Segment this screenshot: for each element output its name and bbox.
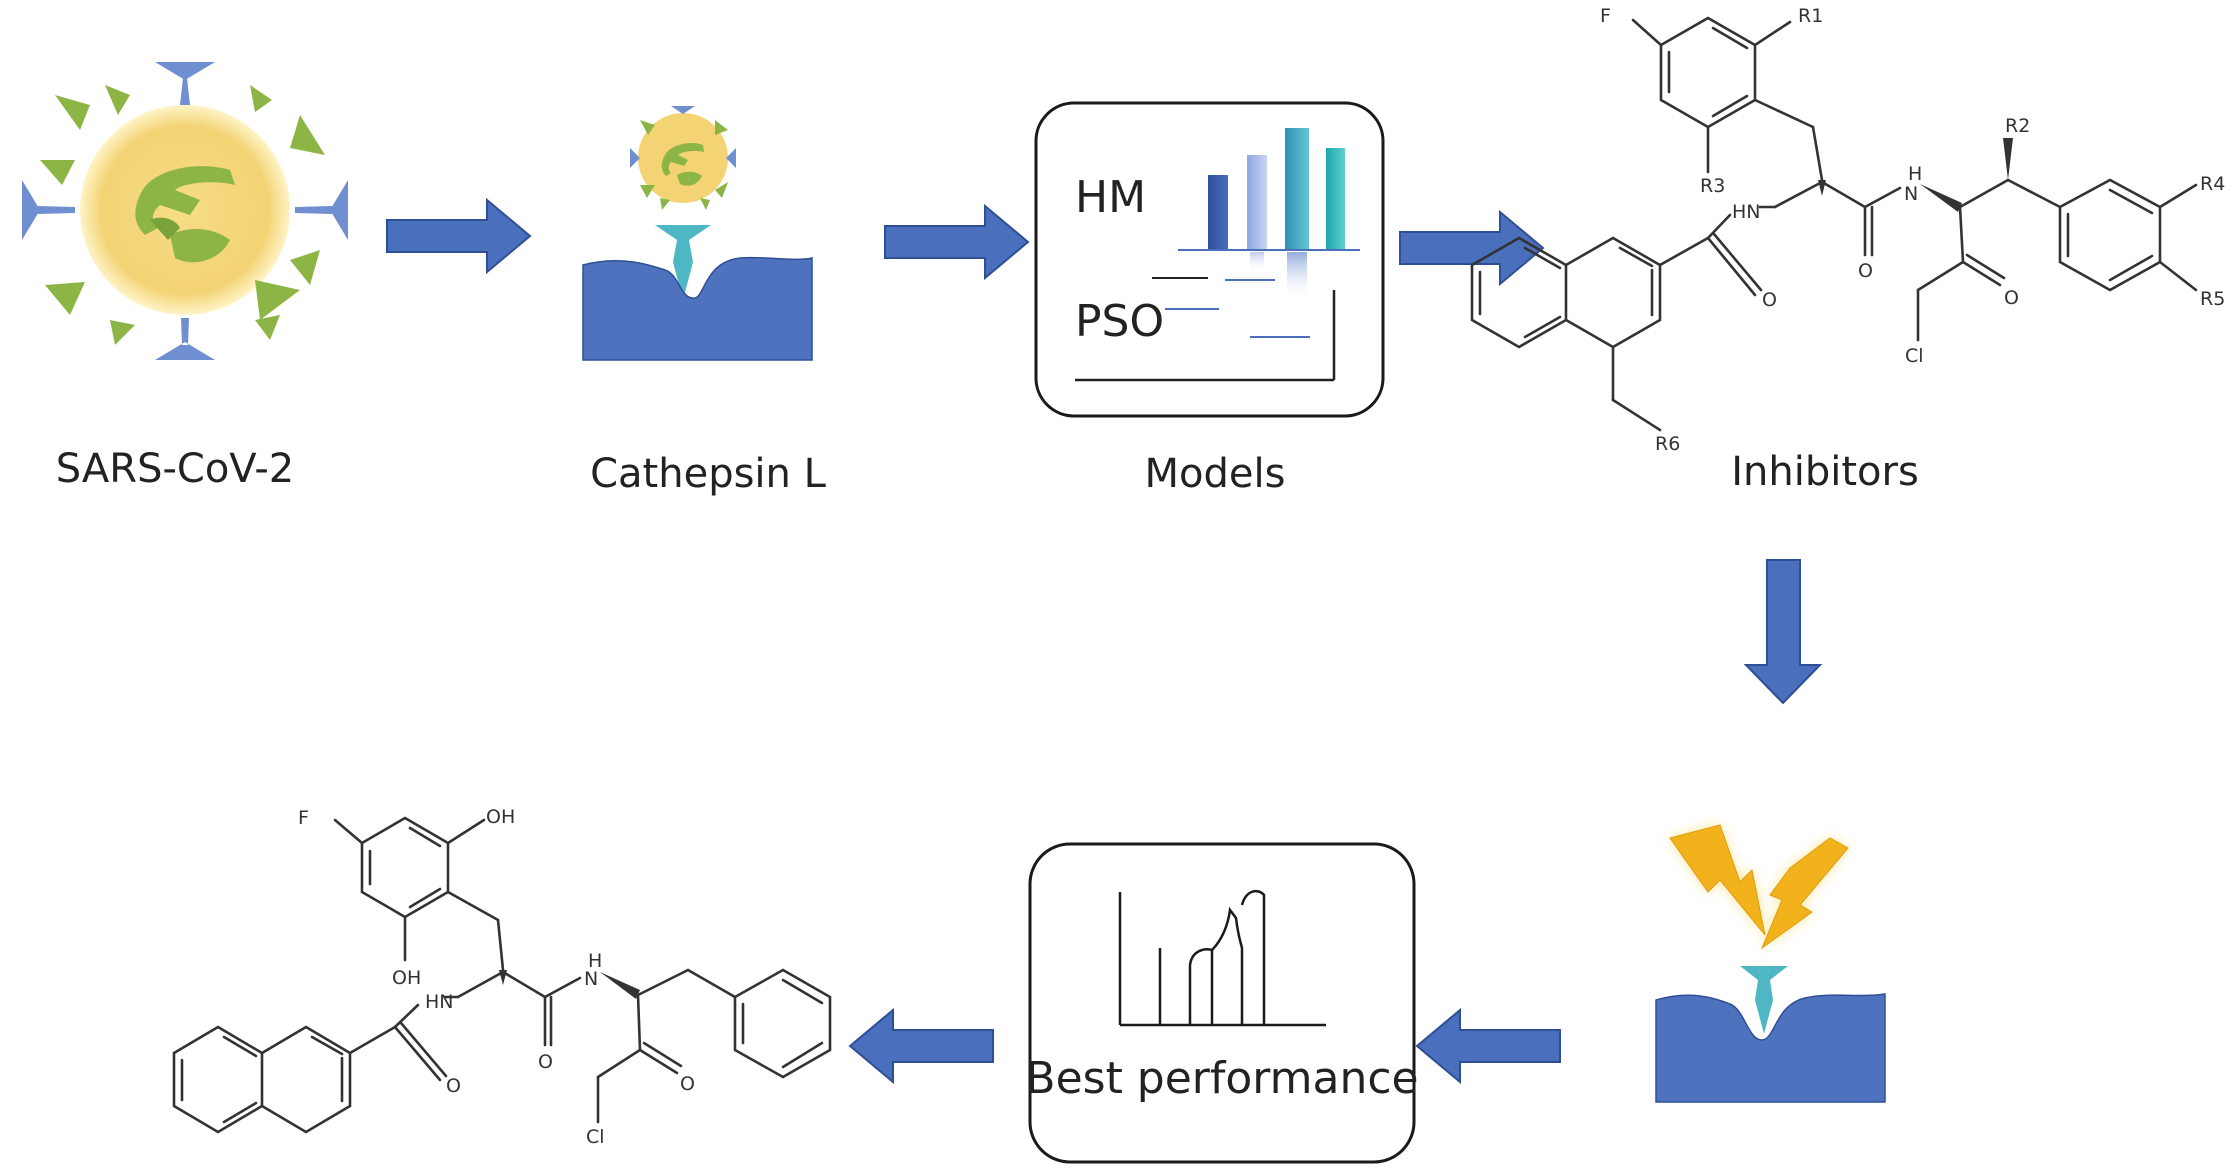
protease-tip-docked (1740, 966, 1788, 1034)
pso-label: PSO (1075, 296, 1164, 347)
flow-arrow-left-1 (1415, 1007, 1561, 1085)
flow-arrow-2 (884, 203, 1030, 281)
inhibitor-scaffold-structure (1470, 16, 2198, 432)
spectrum-chart-icon (1118, 889, 1326, 1027)
atom-nh2-n: N (1904, 183, 1918, 205)
enzyme-label: Cathepsin L (590, 451, 826, 497)
atom-nh2-h-final: H (588, 950, 602, 972)
pocket-shape-docked (1655, 993, 1886, 1103)
models-box: HM PSO (1034, 101, 1385, 418)
cathepsin-illustration (582, 106, 813, 361)
virus-spikes (22, 62, 348, 360)
best-performance-label: Best performance (1025, 1053, 1418, 1104)
atom-oh1: OH (486, 806, 515, 828)
lightning-right-icon (1760, 837, 1849, 950)
atom-o2: O (2004, 287, 2019, 309)
atom-o3-final: O (446, 1075, 461, 1097)
atom-oh2: OH (392, 967, 421, 989)
atom-r6: R6 (1655, 433, 1680, 455)
atom-nh1: HN (1732, 201, 1761, 223)
virus-label: SARS-CoV-2 (56, 446, 294, 492)
atom-r3: R3 (1700, 175, 1725, 197)
atom-o1-final: O (538, 1051, 553, 1073)
flow-arrow-left-2 (848, 1007, 994, 1085)
atom-o1: O (1858, 260, 1873, 282)
inhibitors-label: Inhibitors (1731, 449, 1919, 495)
protease-glyph (135, 166, 235, 263)
atom-r2: R2 (2005, 115, 2030, 137)
line-chart-icon (1075, 277, 1336, 382)
atom-r5: R5 (2200, 288, 2225, 310)
atom-r1: R1 (1798, 5, 1823, 27)
atom-f: F (1600, 5, 1611, 27)
atom-r4: R4 (2200, 173, 2225, 195)
atom-o3: O (1762, 289, 1777, 311)
atom-nh1-final: HN (425, 991, 454, 1013)
atom-o2-final: O (680, 1073, 695, 1095)
atom-cl-final: Cl (586, 1126, 605, 1148)
docking-illustration (1655, 824, 1886, 1103)
atom-cl: Cl (1905, 345, 1924, 367)
flow-arrow-3 (1399, 209, 1545, 287)
scaffold-atom-labels: F R1 R2 R3 R4 R5 R6 HN H N O O O Cl (1600, 5, 2225, 455)
protease-tip (655, 225, 711, 300)
flow-arrow-1 (386, 197, 532, 275)
virus-illustration (22, 62, 348, 360)
models-label: Models (1145, 451, 1286, 497)
best-compound-structure (172, 816, 832, 1134)
lightning-left-icon (1669, 824, 1766, 936)
atom-nh2-n-final: N (584, 968, 598, 990)
bar-chart-icon (1178, 128, 1360, 302)
hm-label: HM (1075, 172, 1146, 223)
flow-arrow-down (1743, 559, 1823, 705)
pocket-shape (582, 256, 813, 361)
atom-f-final: F (298, 807, 309, 829)
best-compound-atom-labels: F OH OH HN H N O O O Cl (298, 806, 695, 1148)
atom-nh2-h: H (1908, 163, 1922, 185)
best-performance-box: Best performance (1025, 842, 1419, 1164)
